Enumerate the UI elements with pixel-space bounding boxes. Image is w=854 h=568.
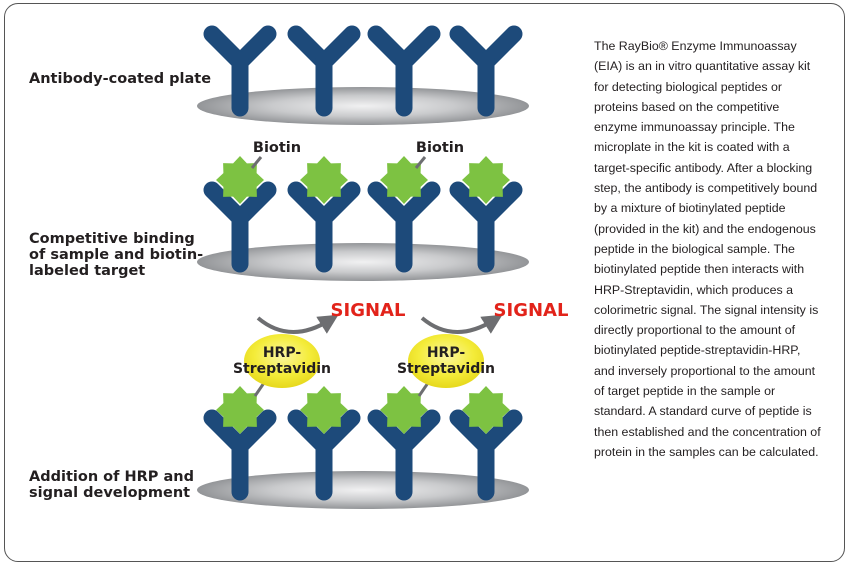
signal-arrow-2 — [420, 314, 503, 334]
hrp-label-2-line2: Streptavidin — [397, 361, 495, 377]
plate — [197, 471, 529, 509]
signal-label-2: SIGNAL — [494, 300, 569, 321]
step-label-antibody-plate: Antibody-coated plate — [29, 71, 212, 87]
hrp-label-1-line1: HRP- — [263, 345, 302, 361]
step-label-hrp-addition: Addition of HRP and signal development — [29, 469, 194, 501]
plate — [197, 243, 529, 281]
hrp-streptavidin-2 — [408, 334, 484, 388]
step-label-competitive-binding: Competitive binding of sample and biotin… — [29, 231, 204, 279]
peptide-star — [462, 386, 510, 434]
biotin-tether — [414, 156, 427, 169]
hrp-label-1-line2: Streptavidin — [233, 361, 331, 377]
biotin-label-1: Biotin — [253, 140, 301, 156]
peptide-star — [300, 386, 348, 434]
hrp-streptavidin-1 — [244, 334, 320, 388]
biotin-tether — [250, 156, 263, 169]
signal-arrow-1 — [256, 314, 339, 334]
plate-row-2: Biotin Biotin — [197, 140, 529, 281]
plate — [197, 87, 529, 125]
plate-row-3: HRP- Streptavidin HRP- Streptavidin SIGN… — [197, 300, 568, 509]
peptide-star — [462, 156, 510, 204]
signal-label-1: SIGNAL — [331, 300, 406, 321]
biotin-label-2: Biotin — [416, 140, 464, 156]
hrp-label-2-line1: HRP- — [427, 345, 466, 361]
assay-description: The RayBio® Enzyme Immunoassay (EIA) is … — [594, 39, 821, 459]
peptide-star — [300, 156, 348, 204]
plate-row-1 — [197, 34, 529, 125]
